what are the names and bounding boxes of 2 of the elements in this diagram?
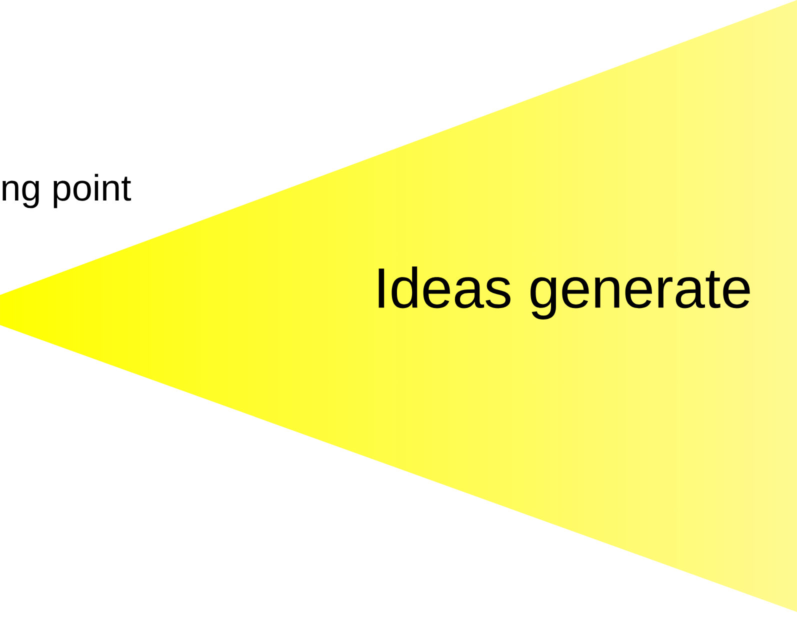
label: ng point [2,174,132,208]
cone: Ideas generate [378,266,750,320]
